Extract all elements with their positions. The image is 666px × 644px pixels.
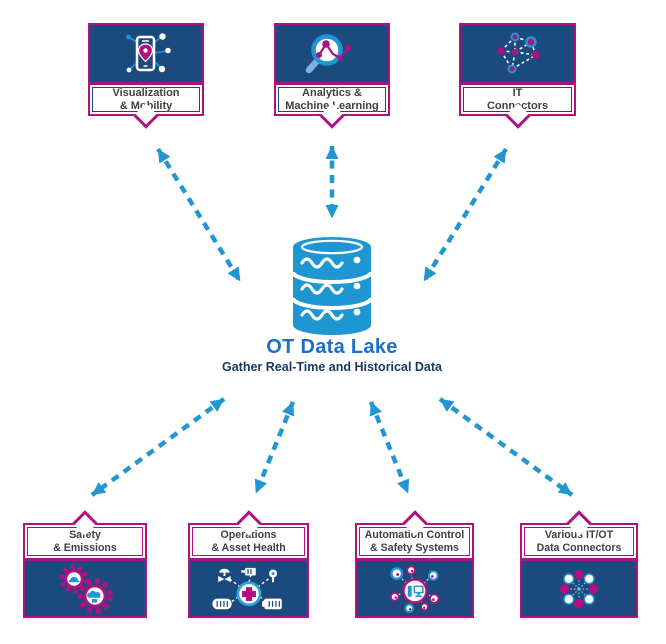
safety-emissions-icon-panel <box>25 558 145 616</box>
various-itot-icon-panel <box>522 558 636 616</box>
arrow-datalake-operations <box>253 401 296 494</box>
it-connectors-icon-panel <box>461 25 574 85</box>
node-label-line2: & Asset Health <box>211 541 286 554</box>
network-mesh-icon <box>497 32 540 73</box>
magnifier-chart-icon <box>305 33 352 73</box>
node-label-line1: Visualization <box>112 86 180 99</box>
database-cylinder-icon <box>291 237 373 335</box>
operations-asset-health-icon-panel <box>190 558 307 616</box>
node-safety-emissions: Safety & Emissions <box>23 510 147 618</box>
arrow-datalake-automation <box>368 401 411 494</box>
visualization-mobility-icon-panel <box>90 25 202 85</box>
node-visualization-mobility: Visualization & Mobility <box>88 23 204 129</box>
control-system-icon <box>389 565 440 613</box>
node-various-itot-connectors: Various IT/OT Data Connectors <box>520 510 638 618</box>
node-label-panel: Safety & Emissions <box>27 527 143 556</box>
node-label-line2: & Emissions <box>53 541 117 554</box>
node-it-connectors: IT Connectors <box>459 23 576 129</box>
node-analytics-ml: Analytics & Machine Learning <box>274 23 390 129</box>
node-label-panel: Automation Control & Safety Systems <box>359 527 470 556</box>
data-hub-icon <box>559 569 599 608</box>
arrow-visualization-datalake <box>156 147 242 283</box>
smartphone-location-icon <box>126 32 171 72</box>
gears-icon <box>59 564 113 614</box>
datalake-subtitle: Gather Real-Time and Historical Data <box>222 360 442 374</box>
node-label-line1: Analytics & <box>302 86 362 99</box>
automation-control-icon-panel <box>357 558 472 616</box>
node-label-panel: Operations & Asset Health <box>192 527 305 556</box>
equipment-health-icon <box>211 567 282 609</box>
node-label-line2: Data Connectors <box>536 541 622 554</box>
arrow-datalake-safety <box>90 397 226 497</box>
arrow-datalake-itot <box>438 397 574 497</box>
analytics-ml-icon-panel <box>276 25 388 85</box>
node-automation-control-safety: Automation Control & Safety Systems <box>355 510 474 618</box>
node-label-line1: IT <box>512 86 523 99</box>
datalake-title: OT Data Lake <box>266 336 398 358</box>
node-operations-asset-health: Operations & Asset Health <box>188 510 309 618</box>
arrow-itconnectors-datalake <box>422 147 508 283</box>
node-label-line2: & Safety Systems <box>370 541 459 554</box>
